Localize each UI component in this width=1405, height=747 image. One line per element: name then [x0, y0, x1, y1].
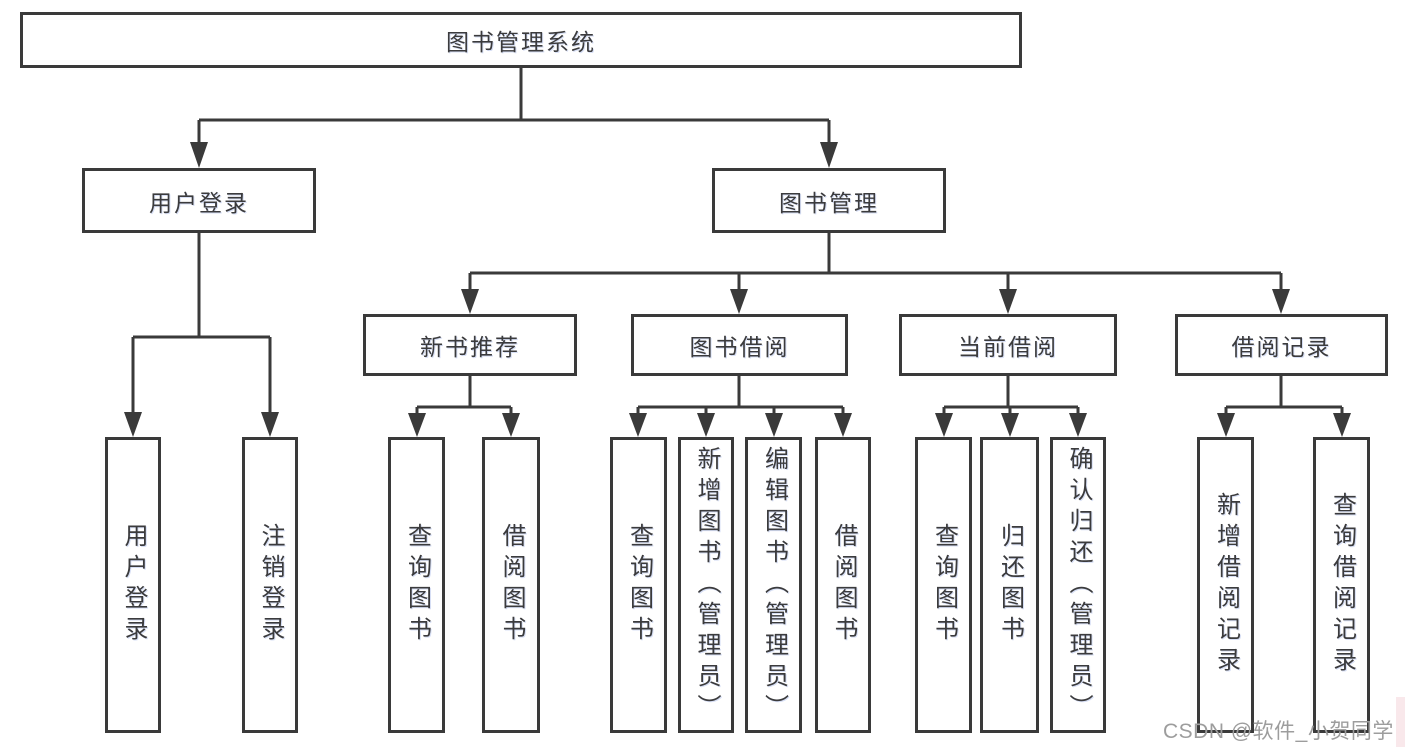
node-label: 借阅记录	[1231, 334, 1332, 360]
leaf-confirm-return-admin: 确认归还（管理员）	[1050, 437, 1106, 733]
node-label: 新增图书（管理员）	[693, 445, 720, 725]
page-edge-tint	[1396, 697, 1405, 747]
node-label: 编辑图书（管理员）	[760, 445, 788, 725]
node-label: 查询图书	[403, 523, 431, 647]
node-label: 查询图书	[625, 523, 653, 647]
node-label: 图书管理系统	[446, 29, 596, 55]
node-current-borrow: 当前借阅	[899, 314, 1117, 376]
node-library-management-system: 图书管理系统	[20, 12, 1022, 68]
node-label: 借阅图书	[830, 523, 857, 647]
node-book-management: 图书管理	[712, 168, 946, 233]
leaf-user-login: 用户登录	[105, 437, 161, 733]
node-label: 图书借阅	[689, 334, 790, 360]
leaf-borrow-books-recommend: 借阅图书	[482, 437, 540, 733]
leaf-logout: 注销登录	[242, 437, 298, 733]
arrowheads	[124, 142, 1351, 437]
node-new-book-recommend: 新书推荐	[363, 314, 577, 376]
node-label: 用户登录	[149, 189, 249, 216]
node-label: 归还图书	[996, 523, 1024, 647]
csdn-watermark: CSDN @软件_小贺同学	[1163, 720, 1394, 743]
node-label: 查询图书	[930, 523, 958, 647]
node-borrow-records: 借阅记录	[1175, 314, 1388, 376]
leaf-borrow-books: 借阅图书	[815, 437, 871, 733]
leaf-return-books: 归还图书	[980, 437, 1039, 733]
node-user-login: 用户登录	[82, 168, 316, 233]
leaf-query-books-recommend: 查询图书	[388, 437, 445, 733]
node-label: 用户登录	[120, 523, 147, 647]
leaf-add-borrow-record: 新增借阅记录	[1197, 437, 1254, 733]
node-label: 注销登录	[257, 523, 284, 647]
node-label: 新书推荐	[420, 334, 520, 360]
node-label: 新增借阅记录	[1212, 492, 1240, 678]
node-label: 查询借阅记录	[1328, 492, 1356, 678]
leaf-add-book-admin: 新增图书（管理员）	[678, 437, 734, 733]
leaf-query-books-borrow: 查询图书	[610, 437, 667, 733]
node-label: 当前借阅	[958, 334, 1058, 360]
leaf-query-borrow-record: 查询借阅记录	[1313, 437, 1370, 733]
node-label: 图书管理	[779, 189, 879, 216]
node-label: 确认归还（管理员）	[1065, 445, 1092, 725]
leaf-edit-book-admin: 编辑图书（管理员）	[745, 437, 802, 733]
node-book-borrow: 图书借阅	[631, 314, 848, 376]
leaf-query-books-current: 查询图书	[915, 437, 972, 733]
node-label: 借阅图书	[498, 523, 525, 647]
